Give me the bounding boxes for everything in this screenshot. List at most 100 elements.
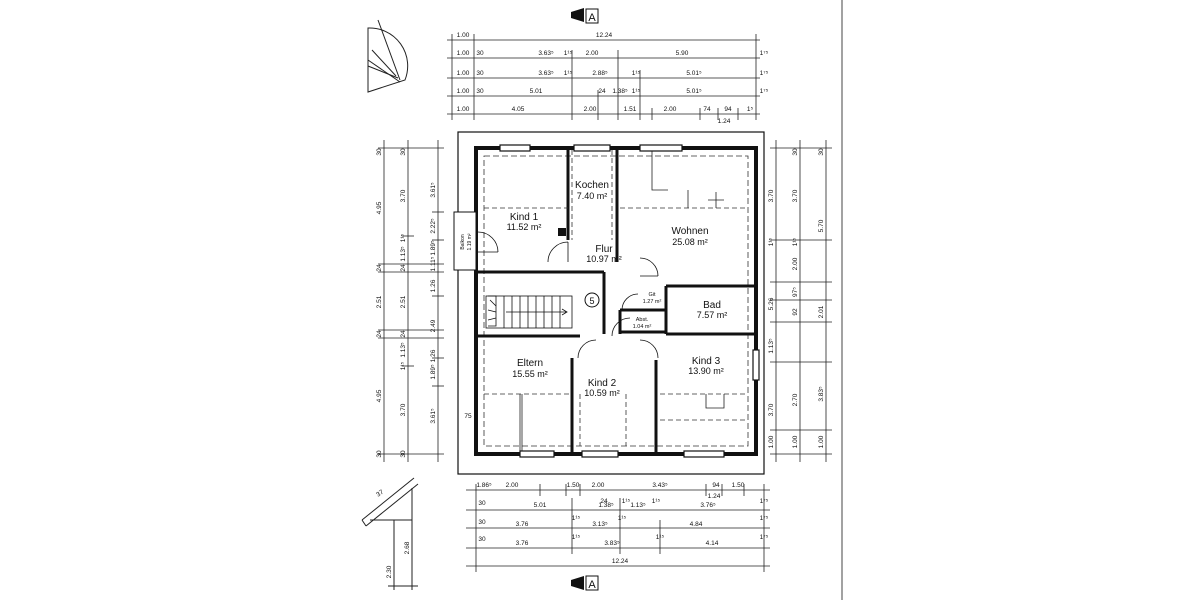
svg-text:74: 74 [703, 106, 711, 113]
room-flur: Flur 10.97 m² [586, 244, 622, 264]
svg-text:4.05: 4.05 [512, 106, 525, 113]
svg-text:30: 30 [476, 88, 484, 95]
svg-text:1.89⁵: 1.89⁵ [430, 364, 437, 380]
svg-text:A: A [588, 579, 596, 591]
room-kind-1: Kind 1 11.52 m² [507, 212, 542, 232]
exterior-windows [499, 144, 760, 458]
svg-text:11.52 m²: 11.52 m² [507, 222, 542, 232]
svg-text:1.11⁵: 1.11⁵ [430, 256, 437, 271]
balcony: Balkon 1.19 m² [453, 211, 477, 271]
svg-text:30: 30 [476, 50, 484, 57]
svg-text:10.59 m²: 10.59 m² [584, 388, 620, 398]
svg-text:1.04 m²: 1.04 m² [633, 324, 652, 330]
svg-text:75: 75 [464, 413, 472, 420]
room-bad: Bad 7.57 m² [697, 300, 728, 320]
svg-text:2.00: 2.00 [584, 106, 597, 113]
svg-text:1⁷⁵: 1⁷⁵ [760, 70, 769, 77]
roof-windows [519, 150, 725, 452]
svg-text:1.00: 1.00 [457, 106, 470, 113]
svg-text:2.70: 2.70 [792, 393, 799, 406]
svg-text:30: 30 [478, 519, 486, 526]
svg-text:3.70: 3.70 [400, 189, 407, 202]
svg-text:1.24: 1.24 [718, 118, 731, 125]
svg-text:1¹⁵: 1¹⁵ [400, 361, 407, 370]
svg-text:1¹⁵: 1¹⁵ [400, 233, 407, 242]
svg-text:30: 30 [400, 450, 407, 458]
svg-text:3.63⁵: 3.63⁵ [538, 50, 554, 57]
svg-text:1¹⁵: 1¹⁵ [564, 50, 573, 57]
room-eltern: Eltern 15.55 m² [512, 358, 548, 379]
svg-text:1.50: 1.50 [567, 482, 580, 489]
svg-text:1.27 m²: 1.27 m² [643, 299, 662, 305]
dimension-lines-top [447, 34, 760, 120]
staircase [485, 295, 573, 329]
stair-number-circle: 5 [584, 292, 600, 308]
section-marker-bottom: A [571, 575, 599, 591]
svg-text:1.00: 1.00 [457, 50, 470, 57]
svg-text:3.76: 3.76 [516, 540, 529, 547]
svg-text:3.63⁵: 3.63⁵ [538, 70, 554, 77]
svg-text:12.24: 12.24 [612, 558, 629, 565]
svg-text:2.49: 2.49 [430, 319, 437, 332]
svg-text:5.01⁵: 5.01⁵ [686, 88, 702, 95]
svg-text:1.00: 1.00 [457, 32, 470, 39]
svg-text:1¹⁵: 1¹⁵ [652, 498, 661, 505]
svg-text:5.90: 5.90 [676, 50, 689, 57]
dimension-lines-right [770, 140, 832, 462]
svg-text:3.43⁵: 3.43⁵ [652, 482, 668, 489]
room-kochen: Kochen 7.40 m² [575, 180, 609, 201]
svg-text:1⁵: 1⁵ [747, 106, 754, 113]
dimension-lines-left [378, 140, 444, 462]
roof-slope-lines [484, 150, 748, 446]
svg-text:24: 24 [400, 330, 407, 338]
svg-text:1.38⁵: 1.38⁵ [598, 502, 614, 509]
svg-text:30: 30 [376, 148, 383, 156]
svg-text:2.00: 2.00 [586, 50, 599, 57]
svg-text:4.14: 4.14 [706, 540, 719, 547]
svg-text:3.76: 3.76 [516, 521, 529, 528]
svg-text:7.40 m²: 7.40 m² [577, 191, 608, 201]
roof-dimension-label: 2.30 [386, 565, 393, 578]
svg-text:1.00: 1.00 [792, 435, 799, 448]
svg-text:Kochen: Kochen [575, 180, 609, 191]
svg-text:1.00: 1.00 [768, 435, 775, 448]
svg-text:1.13⁵: 1.13⁵ [768, 338, 775, 354]
svg-text:1¹⁵: 1¹⁵ [632, 70, 641, 77]
svg-text:1.13⁵: 1.13⁵ [400, 342, 407, 358]
svg-text:30: 30 [792, 148, 799, 156]
svg-text:1⁷⁵: 1⁷⁵ [760, 498, 769, 505]
svg-text:30: 30 [400, 148, 407, 156]
svg-text:1.86⁵: 1.86⁵ [476, 482, 492, 489]
svg-text:24: 24 [376, 264, 383, 272]
svg-text:5: 5 [589, 296, 594, 306]
svg-text:94: 94 [712, 482, 720, 489]
room-kind-2: Kind 2 10.59 m² [584, 378, 620, 398]
svg-text:Wohnen: Wohnen [671, 226, 708, 237]
svg-text:3.70: 3.70 [768, 189, 775, 202]
svg-text:1.38⁵: 1.38⁵ [612, 88, 628, 95]
svg-text:30: 30 [818, 148, 825, 156]
svg-text:2.88⁵: 2.88⁵ [592, 70, 608, 77]
svg-text:24: 24 [376, 330, 383, 338]
svg-text:1.19 m²: 1.19 m² [467, 233, 473, 250]
svg-text:1.00: 1.00 [457, 70, 470, 77]
svg-text:3.61⁵: 3.61⁵ [430, 182, 437, 198]
roof-dimension-label: 2.68 [404, 541, 411, 554]
room-wohnen: Wohnen 25.08 m² [671, 226, 708, 247]
svg-text:1¹⁵: 1¹⁵ [632, 88, 641, 95]
room-abstellraum: Abst. 1.04 m² [633, 317, 652, 330]
section-marker-top: A [571, 8, 599, 24]
svg-text:4.95: 4.95 [376, 201, 383, 214]
svg-text:3.70: 3.70 [792, 189, 799, 202]
door-swings [477, 231, 659, 359]
svg-text:5.70: 5.70 [818, 219, 825, 232]
compass-sketch [367, 19, 409, 93]
svg-text:1.26: 1.26 [430, 279, 437, 292]
svg-text:1¹⁵: 1¹⁵ [572, 515, 581, 522]
svg-text:1⁷⁵: 1⁷⁵ [760, 515, 769, 522]
svg-text:1.13⁵: 1.13⁵ [630, 502, 646, 509]
svg-text:2.00: 2.00 [592, 482, 605, 489]
dimension-text-right: 3.70 1¹⁵ 5.26 1.13⁵ 3.70 1.00 30 3.70 1¹… [768, 148, 825, 448]
svg-text:1.00: 1.00 [457, 88, 470, 95]
svg-text:2.51: 2.51 [376, 295, 383, 308]
